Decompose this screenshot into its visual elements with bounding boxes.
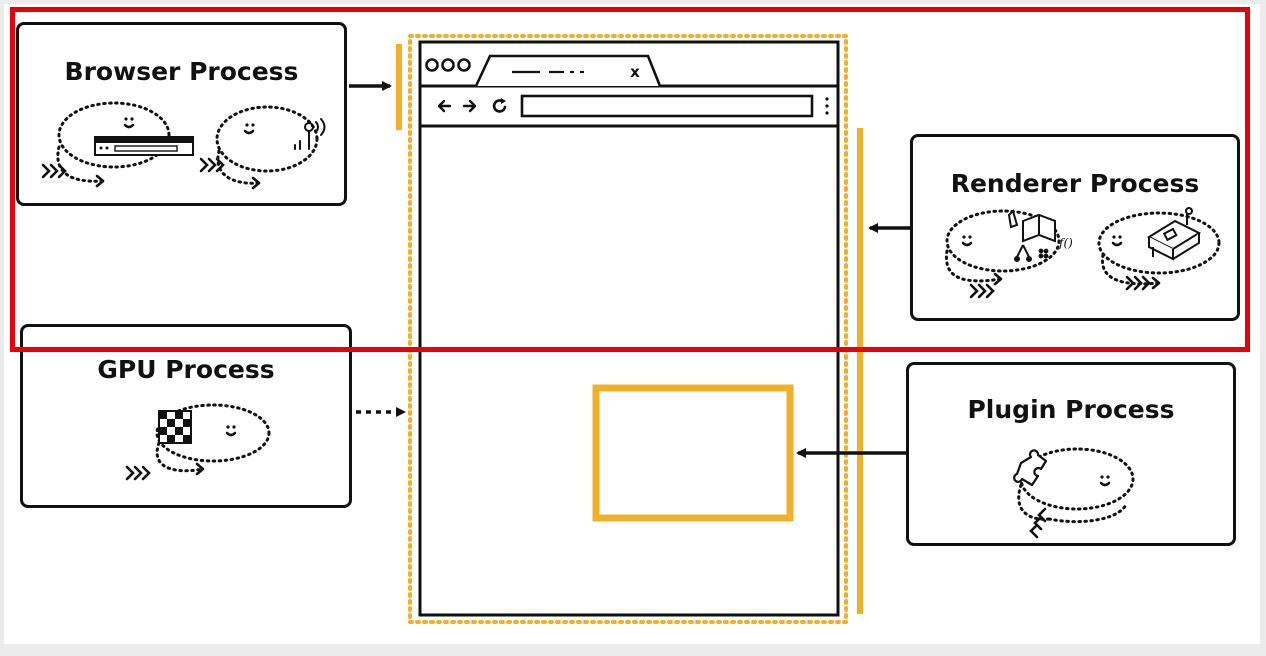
browser-process-box: Browser Process (16, 22, 347, 206)
puzzle-piece-icon (1013, 449, 1048, 487)
book-parser-icon: f() (1007, 209, 1073, 262)
plugin-process-title: Plugin Process (967, 395, 1175, 424)
plugin-process-box: Plugin Process (906, 362, 1236, 546)
kebab-menu-icon[interactable] (825, 97, 829, 115)
plugin-content-area (592, 384, 794, 522)
renderer-process-doodle: f() (944, 207, 1221, 299)
address-bar[interactable] (520, 94, 814, 118)
arrow-left-icon[interactable] (437, 99, 452, 113)
diagram-graphics: x (349, 34, 910, 624)
renderer-process-box: Renderer Process (910, 134, 1240, 321)
plugin-process-doodle (1013, 447, 1135, 539)
arrow-right-icon[interactable] (462, 99, 477, 113)
browser-window: x (418, 40, 840, 617)
gpu-process-box: GPU Process (20, 324, 352, 508)
browser-toolbar-icon (94, 136, 194, 156)
highlight-box (10, 7, 1250, 352)
svg-text:f(): f() (1058, 236, 1073, 250)
tab-close-icon[interactable]: x (630, 63, 640, 81)
window-controls-icon (425, 58, 471, 72)
reload-icon[interactable] (492, 98, 507, 113)
paint-desk-icon (1146, 207, 1202, 261)
browser-process-title: Browser Process (64, 57, 299, 86)
gpu-process-doodle (125, 403, 271, 481)
network-antenna-icon (294, 118, 326, 150)
browser-process-doodle (41, 101, 326, 190)
gpu-scope-outline (408, 34, 848, 624)
diagram-canvas: x (4, 4, 1260, 644)
renderer-process-title: Renderer Process (950, 169, 1200, 198)
browser-tab[interactable]: x (474, 54, 662, 87)
gpu-process-title: GPU Process (97, 355, 275, 384)
pixel-grid-icon (158, 410, 192, 444)
